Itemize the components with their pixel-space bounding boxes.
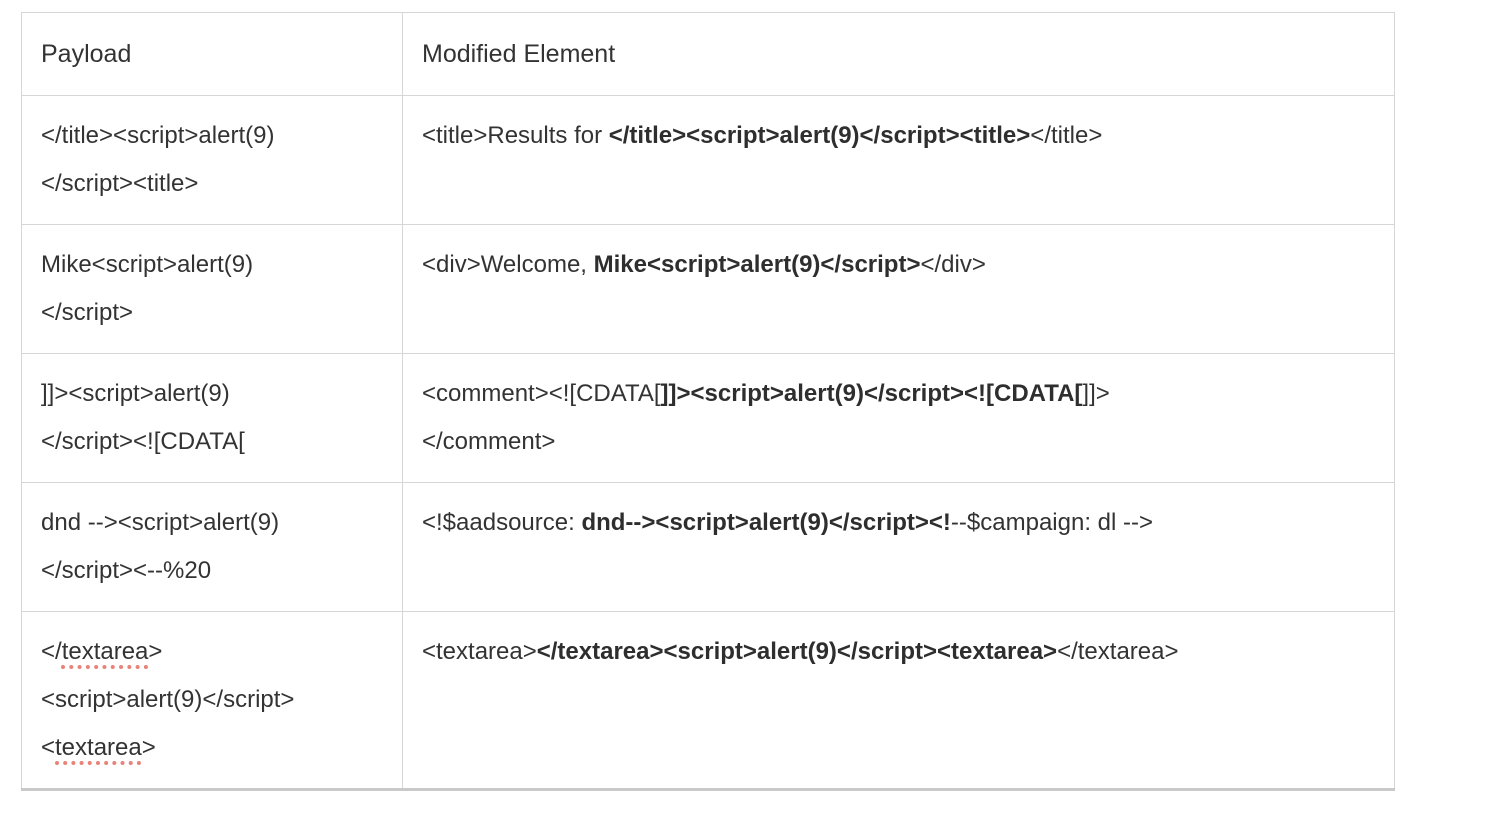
code-text: > <script>alert(9)</script> < (41, 638, 295, 761)
code-text: </div> (920, 251, 986, 278)
table-row: </title><script>alert(9) </script><title… (21, 95, 1395, 225)
code-text: <textarea> (422, 638, 537, 665)
modified-element-cell: <div>Welcome, Mike<script>alert(9)</scri… (402, 224, 1395, 354)
misspelled-word: textarea (55, 734, 142, 761)
code-text: </textarea> (1057, 638, 1179, 665)
column-header-payload: Payload (21, 12, 403, 96)
table-body: </title><script>alert(9) </script><title… (21, 95, 1395, 790)
table-row: ]]><script>alert(9) </script><![CDATA[ <c… (21, 353, 1395, 483)
code-text: Mike<script>alert(9) </script> (41, 251, 254, 326)
modified-element-cell: <title>Results for </title><script>alert… (402, 95, 1395, 225)
payload-cell: ]]><script>alert(9) </script><![CDATA[ (21, 353, 403, 483)
payload-table: Payload Modified Element </title><script… (21, 12, 1395, 791)
code-text: ]]><script>alert(9) </script><![CDATA[ (41, 380, 245, 455)
code-text: > (141, 734, 156, 761)
code-text: dnd --><script>alert(9) </script><--%20 (41, 509, 280, 584)
payload-echo-bold: ]]><script>alert(9)</script><![CDATA[ (660, 380, 1083, 407)
payload-cell: </textarea> <script>alert(9)</script> <t… (21, 611, 403, 790)
payload-echo-bold: Mike<script>alert(9)</script> (593, 251, 921, 278)
code-text: <!$aadsource: (422, 509, 582, 536)
table-row: </textarea> <script>alert(9)</script> <t… (21, 611, 1395, 790)
modified-element-cell: <comment><![CDATA[]]><script>alert(9)</s… (402, 353, 1395, 483)
code-text: <comment><![CDATA[ (422, 380, 661, 407)
payload-echo-bold: </title><script>alert(9)</script><title> (608, 122, 1031, 149)
code-text: </ (41, 638, 62, 665)
code-text: </title><script>alert(9) </script><title… (41, 122, 275, 197)
code-text: <title>Results for (422, 122, 609, 149)
payload-echo-bold: </textarea><script>alert(9)</script><tex… (536, 638, 1058, 665)
modified-element-cell: <!$aadsource: dnd--><script>alert(9)</sc… (402, 482, 1395, 612)
table-header: Payload Modified Element (21, 12, 1395, 96)
code-text: ]]> </comment> (422, 380, 1110, 455)
payload-echo-bold: dnd--><script>alert(9)</script><! (581, 509, 951, 536)
misspelled-word: textarea (61, 638, 149, 665)
header-row: Payload Modified Element (21, 12, 1395, 96)
table-row: dnd --><script>alert(9) </script><--%20 <… (21, 482, 1395, 612)
payload-cell: dnd --><script>alert(9) </script><--%20 (21, 482, 403, 612)
code-text: <div>Welcome, (422, 251, 594, 278)
code-text: --$campaign: dl --> (950, 509, 1153, 536)
payload-cell: Mike<script>alert(9) </script> (21, 224, 403, 354)
modified-element-cell: <textarea></textarea><script>alert(9)</s… (402, 611, 1395, 790)
table-row: Mike<script>alert(9) </script> <div>Welco… (21, 224, 1395, 354)
code-text: </title> (1030, 122, 1103, 149)
payload-cell: </title><script>alert(9) </script><title… (21, 95, 403, 225)
column-header-modified-element: Modified Element (402, 12, 1395, 96)
